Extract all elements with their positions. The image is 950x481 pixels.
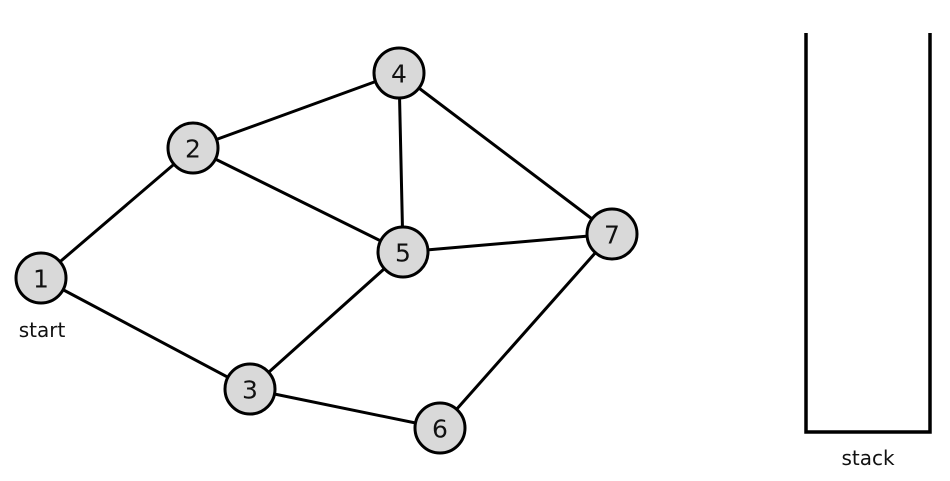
stack-label: stack [841, 446, 895, 470]
graph-node-6[interactable]: 6 [413, 401, 467, 455]
graph-edge-1-2 [39, 146, 195, 280]
graph-edge-4-5 [397, 71, 405, 254]
graph-edge-5-7 [401, 232, 614, 254]
annotation-layer: start [19, 318, 66, 342]
stack-container: stack [804, 33, 932, 470]
graph-node-2[interactable]: 2 [166, 121, 220, 175]
graph-node-circle-6[interactable] [413, 401, 467, 455]
graph-edge-2-5 [191, 146, 405, 254]
graph-node-circle-5[interactable] [376, 225, 430, 279]
edge-layer [39, 71, 614, 430]
start-label: start [19, 318, 66, 342]
graph-node-circle-4[interactable] [372, 46, 426, 100]
graph-edge-6-7 [438, 232, 614, 430]
graph-node-1[interactable]: 1 [14, 251, 68, 305]
graph-edge-1-3 [39, 276, 252, 391]
graph-edge-3-6 [248, 387, 442, 430]
graph-node-circle-7[interactable] [585, 207, 639, 261]
node-layer: 1 2 3 4 5 6 7 [14, 46, 639, 455]
graph-node-7[interactable]: 7 [585, 207, 639, 261]
graph-edge-4-7 [397, 71, 614, 236]
stack-walls [804, 33, 932, 434]
graph-edge-3-5 [248, 250, 405, 391]
graph-node-circle-1[interactable] [14, 251, 68, 305]
graph-node-4[interactable]: 4 [372, 46, 426, 100]
graph-node-5[interactable]: 5 [376, 225, 430, 279]
graph-edge-2-4 [191, 71, 401, 150]
graph-node-circle-3[interactable] [223, 362, 277, 416]
graph-node-circle-2[interactable] [166, 121, 220, 175]
graph-node-3[interactable]: 3 [223, 362, 277, 416]
